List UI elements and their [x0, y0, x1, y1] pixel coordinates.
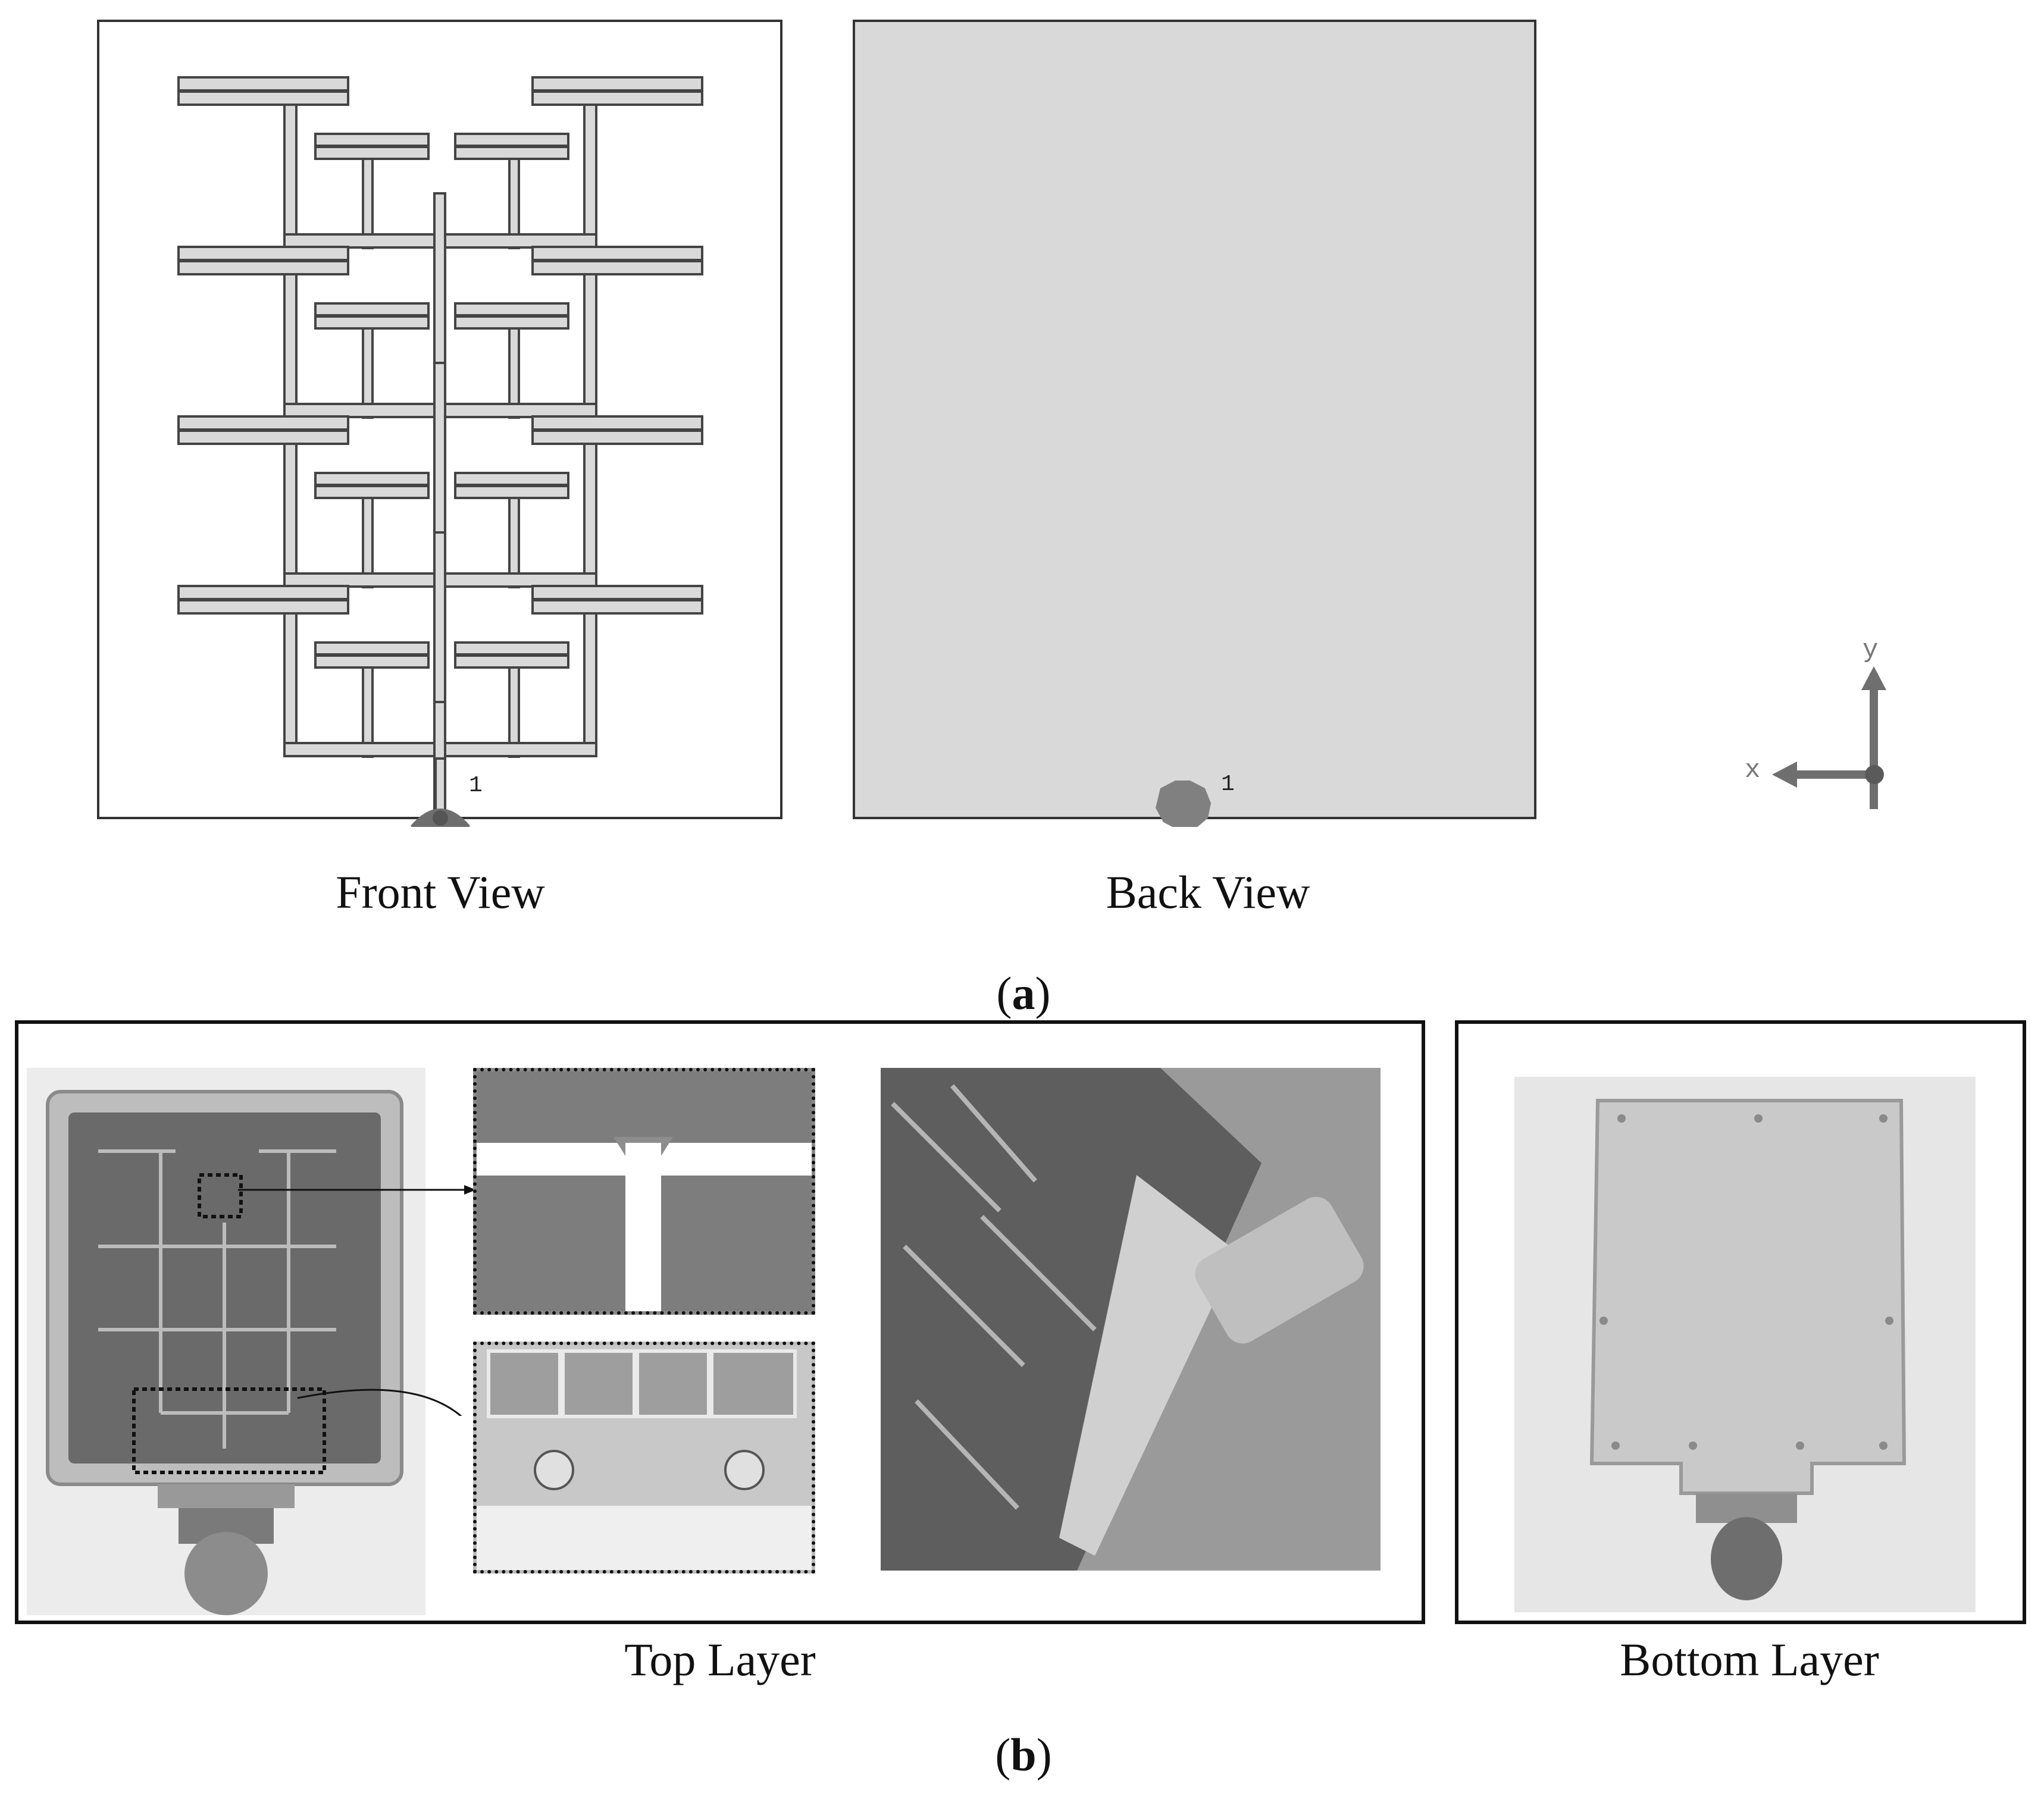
feed-line [583, 612, 597, 757]
feed-line [283, 104, 298, 249]
xy-axis-icon: y x [1738, 635, 1892, 809]
outer-dipole-arm-right [531, 76, 703, 92]
caption-a-letter: a [1012, 967, 1035, 1019]
inner-dipole-arm-left [314, 641, 430, 656]
bottom-layer-photo [1514, 1077, 1976, 1612]
outer-dipole-arm-right [531, 260, 703, 275]
outer-dipole-arm-left [177, 246, 349, 261]
inner-dipole-arm-left [314, 485, 430, 499]
feed-line [583, 273, 597, 418]
outer-dipole-arm-left [177, 90, 349, 106]
outer-dipole-arm-left [177, 599, 349, 615]
outer-dipole-arm-left [177, 430, 349, 445]
inner-dipole-arm-left [314, 472, 430, 486]
caption-a: (a) [996, 967, 1051, 1019]
caption-b-letter: b [1010, 1729, 1037, 1781]
outer-dipole-arm-right [531, 599, 703, 615]
inner-dipole-arm-left [314, 302, 430, 316]
inner-dipole-arm-right [454, 302, 569, 316]
inner-dipole-arm-right [454, 485, 569, 499]
front-view-label: Front View [336, 866, 545, 918]
inner-dipole-arm-right [454, 641, 569, 656]
zoom-arrows [238, 1185, 476, 1416]
inner-dipole-arm-right [454, 315, 569, 330]
inner-dipole-arm-right [454, 654, 569, 669]
outer-dipole-arm-left [177, 260, 349, 275]
inner-dipole-arm-right [454, 472, 569, 486]
top-layer-photo-connector [881, 1068, 1381, 1571]
top-layer-photo-full [27, 1068, 425, 1615]
outer-dipole-arm-left [177, 415, 349, 431]
front-port-number: 1 [469, 773, 483, 798]
central-feed-trunk [434, 757, 446, 813]
axis-x-label: x [1745, 756, 1761, 785]
inner-dipole-arm-right [454, 133, 569, 147]
bottom-layer-frame [1455, 1020, 2026, 1624]
inner-dipole-arm-left [314, 654, 430, 669]
outer-dipole-arm-right [531, 415, 703, 431]
port-marker-icon [1156, 781, 1211, 827]
feed-line [283, 612, 298, 757]
back-view-label: Back View [1106, 866, 1310, 918]
central-feed-trunk [433, 362, 446, 537]
back-view-ground-plane: 1 [853, 20, 1536, 827]
outer-dipole-arm-right [531, 90, 703, 106]
inner-dipole-arm-right [454, 146, 569, 160]
back-view-panel: 1 [851, 18, 1541, 827]
back-port-number: 1 [1221, 772, 1235, 797]
feed-line [583, 104, 597, 249]
bottom-layer-label: Bottom Layer [1620, 1634, 1879, 1685]
outer-dipole-arm-right [531, 430, 703, 445]
inner-dipole-arm-left [314, 315, 430, 330]
front-view-panel: 1 [95, 18, 785, 827]
central-feed-trunk [433, 531, 446, 706]
feed-line [583, 443, 597, 588]
caption-b: (b) [995, 1729, 1052, 1781]
zoom-detail-connector-area [473, 1342, 815, 1574]
outer-dipole-arm-left [177, 76, 349, 92]
port-marker-icon [411, 808, 470, 827]
inner-dipole-arm-left [314, 133, 430, 147]
front-view-antenna-drawing: 1 [97, 20, 782, 827]
feed-line [283, 443, 298, 588]
zoom-detail-feed-junction [473, 1068, 815, 1315]
outer-dipole-arm-right [531, 246, 703, 261]
top-layer-label: Top Layer [624, 1634, 816, 1685]
feed-line [283, 273, 298, 418]
central-feed-trunk [433, 192, 446, 367]
top-layer-frame [15, 1020, 1425, 1624]
inner-dipole-arm-left [314, 146, 430, 160]
outer-dipole-arm-right [531, 585, 703, 600]
outer-dipole-arm-left [177, 585, 349, 600]
axis-y-label: y [1863, 635, 1879, 665]
